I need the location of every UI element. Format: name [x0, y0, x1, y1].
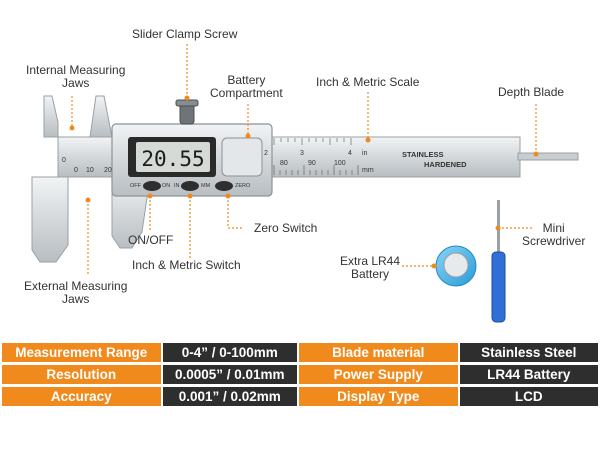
depth-blade — [517, 152, 579, 161]
spec-value: LCD — [459, 387, 598, 406]
zero-label: ZERO — [235, 183, 251, 189]
spec-value: 0-4” / 0-100mm — [162, 343, 297, 362]
label-battery-compartment-line1: Battery — [227, 73, 266, 87]
label-mini-screwdriver-line1: Mini — [542, 221, 565, 235]
spec-value: LR44 Battery — [459, 365, 598, 384]
scale-top-3: 3 — [300, 150, 304, 157]
inch-metric-button[interactable] — [181, 181, 199, 191]
label-slider-clamp-screw: Slider Clamp Screw — [132, 27, 238, 41]
spec-label: Display Type — [298, 387, 458, 406]
scale-bottom-100: 100 — [334, 160, 346, 167]
label-extra-battery-line1: Extra LR44 — [340, 254, 401, 268]
label-battery-compartment: Battery Compartment — [210, 74, 283, 100]
fixed-internal-jaw — [43, 95, 59, 138]
in-label: IN — [174, 183, 180, 189]
slider-internal-jaw — [89, 95, 113, 138]
scale-ticks — [273, 138, 359, 175]
lcd-reading: 20.55 — [141, 147, 204, 171]
label-internal-jaws-line1: Internal Measuring — [26, 63, 126, 77]
caliper-diagram: 20.55 OFF ON IN MM ZERO 0 0 10 20 2 3 4 … — [31, 44, 579, 323]
scale-top-4: 4 — [348, 150, 352, 157]
on-label: ON — [162, 183, 170, 189]
spec-label: Accuracy — [2, 387, 161, 406]
label-mini-screwdriver-line2: Screwdriver — [522, 234, 586, 248]
label-extra-battery: Extra LR44 Battery — [340, 255, 400, 281]
callout-leaders — [71, 44, 537, 276]
label-battery-compartment-line2: Compartment — [210, 86, 283, 100]
mm-label: MM — [201, 183, 211, 189]
spec-label: Resolution — [2, 365, 161, 384]
spec-row: Accuracy 0.001” / 0.02mm Display Type LC… — [2, 387, 598, 406]
vernier-num-2: 20 — [104, 167, 112, 174]
callout-dots — [69, 95, 539, 269]
label-zero-switch: Zero Switch — [254, 221, 318, 235]
vernier-zero: 0 — [62, 157, 66, 164]
spec-value: Stainless Steel — [459, 343, 598, 362]
on-off-button[interactable] — [143, 181, 161, 191]
unit-mm: mm — [362, 167, 374, 174]
label-external-jaws: External Measuring Jaws — [24, 280, 127, 306]
label-inch-metric-scale: Inch & Metric Scale — [316, 75, 420, 89]
label-on-off: ON/OFF — [128, 233, 174, 247]
label-internal-jaws: Internal Measuring Jaws — [26, 64, 125, 90]
battery-face — [443, 252, 469, 278]
screwdriver-handle — [491, 251, 506, 323]
label-depth-blade: Depth Blade — [498, 85, 565, 99]
label-internal-jaws-line2: Jaws — [62, 76, 90, 90]
spec-value: 0.0005” / 0.01mm — [162, 365, 297, 384]
spec-row: Resolution 0.0005” / 0.01mm Power Supply… — [2, 365, 598, 384]
scale-top-2: 2 — [264, 150, 268, 157]
zero-button[interactable] — [215, 181, 233, 191]
spec-row: Measurement Range 0-4” / 0-100mm Blade m… — [2, 343, 598, 362]
label-external-jaws-line1: External Measuring — [24, 279, 128, 293]
spec-value: 0.001” / 0.02mm — [162, 387, 297, 406]
off-label: OFF — [130, 183, 142, 189]
unit-in: in — [362, 150, 368, 157]
battery-compartment[interactable] — [221, 137, 263, 177]
scale-bottom-90: 90 — [308, 160, 316, 167]
vernier-num-0: 0 — [74, 167, 78, 174]
scale-bottom-80: 80 — [280, 160, 288, 167]
spec-label: Power Supply — [298, 365, 458, 384]
fixed-external-jaw — [31, 176, 69, 263]
label-mini-screwdriver: Mini Screwdriver — [522, 222, 585, 248]
clamp-screw-head — [175, 99, 199, 107]
spec-table: Measurement Range 0-4” / 0-100mm Blade m… — [0, 340, 600, 409]
spec-label: Blade material — [298, 343, 458, 362]
label-extra-battery-line2: Battery — [351, 267, 390, 281]
blade-text-stainless: STAINLESS — [402, 150, 444, 159]
label-external-jaws-line2: Jaws — [62, 292, 90, 306]
blade-text-hardened: HARDENED — [424, 160, 467, 169]
spec-label: Measurement Range — [2, 343, 161, 362]
label-inch-metric-switch: Inch & Metric Switch — [132, 258, 241, 272]
vernier-num-1: 10 — [86, 167, 94, 174]
